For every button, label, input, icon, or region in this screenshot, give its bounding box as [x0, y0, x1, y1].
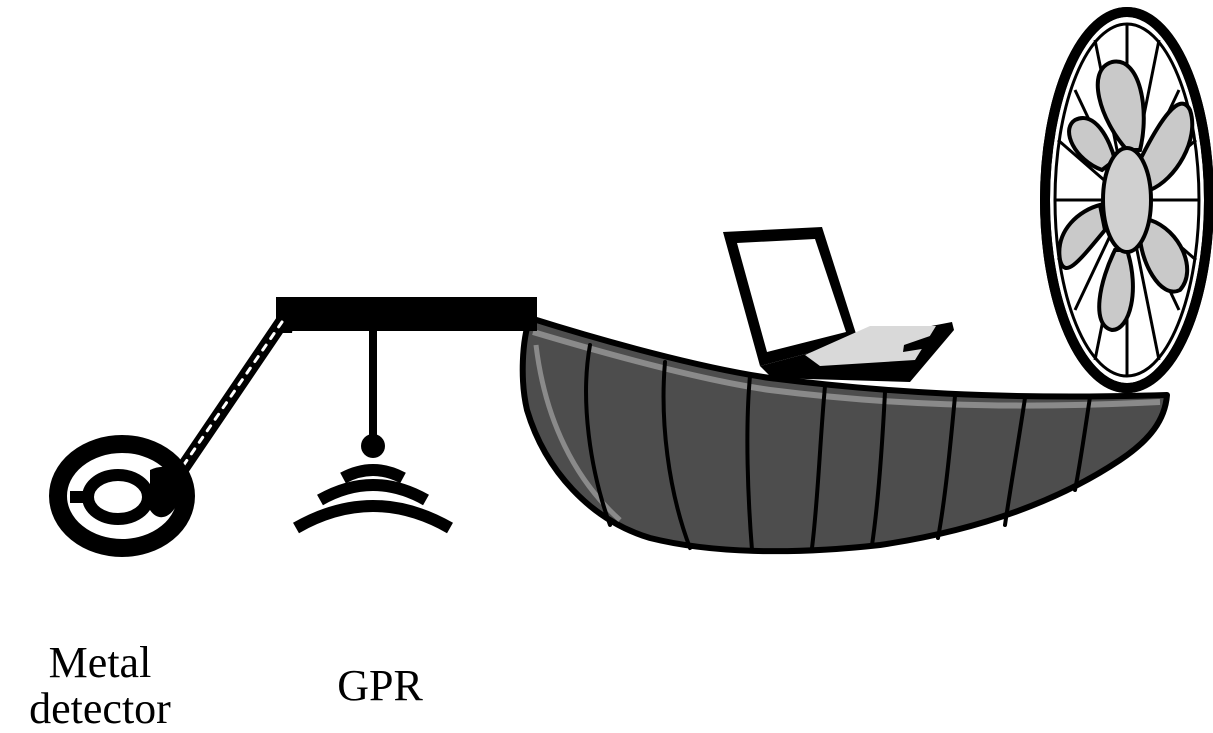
- metal-detector-shaft: [161, 309, 293, 497]
- sensor-boom: [276, 297, 537, 333]
- laptop-icon: [723, 227, 954, 382]
- gpr-label: GPR: [337, 661, 423, 710]
- gpr-antenna-icon: [293, 330, 453, 534]
- hovercraft-hull-icon: [519, 315, 1170, 555]
- metal-detector-label-line2: detector: [29, 684, 171, 733]
- metal-detector-coil-icon: [49, 435, 195, 557]
- metal-detector-label-line1: Metal: [48, 638, 152, 687]
- metal-detector-label: Metal detector: [10, 640, 190, 732]
- fan-propeller-icon: [1040, 7, 1213, 393]
